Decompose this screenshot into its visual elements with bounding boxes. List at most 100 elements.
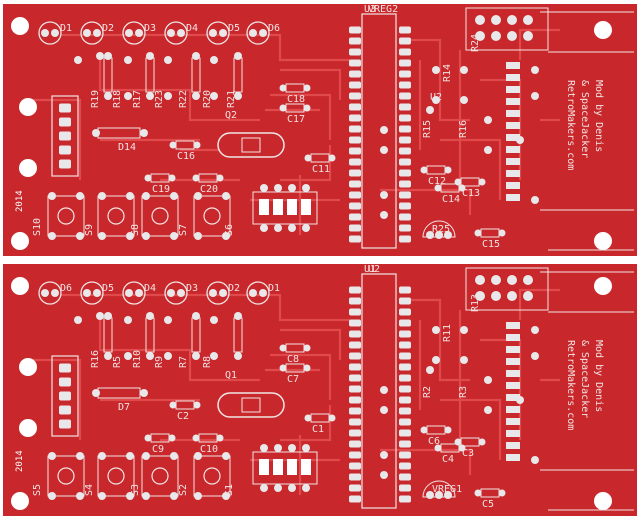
pad — [349, 385, 361, 393]
pad — [399, 330, 411, 338]
pad — [349, 180, 361, 188]
switch-button — [203, 467, 221, 485]
pad — [435, 231, 443, 239]
pad — [444, 231, 452, 239]
pad — [222, 232, 230, 240]
pad — [51, 29, 59, 37]
component-label: R15 — [422, 120, 433, 138]
resistor-label: R22 — [178, 90, 189, 108]
tactile-switch — [141, 195, 179, 237]
pad — [434, 184, 442, 192]
pad — [380, 191, 388, 199]
pad — [349, 191, 361, 199]
pad — [192, 174, 200, 182]
pad — [328, 414, 336, 422]
pad — [169, 401, 177, 409]
pad — [194, 452, 202, 460]
edge-pad — [506, 170, 520, 177]
pad — [531, 92, 539, 100]
pad — [426, 366, 434, 374]
pad — [274, 484, 282, 492]
pad — [279, 84, 287, 92]
pad — [126, 492, 134, 500]
pad — [426, 231, 434, 239]
pad — [434, 444, 442, 452]
pad — [349, 374, 361, 382]
year-label: 2014 — [15, 450, 25, 472]
pad — [349, 495, 361, 503]
pad — [478, 438, 486, 446]
pad — [76, 192, 84, 200]
pad — [216, 174, 224, 182]
led-label: D2 — [228, 283, 240, 294]
pad — [59, 363, 71, 373]
pad — [279, 344, 287, 352]
pad — [349, 147, 361, 155]
resistor-label: R5 — [112, 356, 123, 368]
pad — [124, 316, 132, 324]
pad — [104, 52, 112, 60]
switch-label: S7 — [178, 224, 189, 236]
pad — [399, 235, 411, 243]
pad — [478, 178, 486, 186]
pad — [146, 312, 154, 320]
pad — [192, 352, 200, 360]
tactile-switch — [193, 195, 231, 237]
component-label: VREG1 — [432, 484, 462, 495]
component-label: Q1 — [225, 370, 237, 381]
pad — [177, 29, 185, 37]
pad — [399, 451, 411, 459]
pad — [304, 154, 312, 162]
pad — [279, 364, 287, 372]
capacitor-label: C10 — [200, 444, 218, 455]
pad — [349, 418, 361, 426]
capacitor-label: C4 — [442, 454, 454, 465]
pad — [349, 462, 361, 470]
pad — [399, 125, 411, 133]
pad — [170, 492, 178, 500]
pad — [399, 169, 411, 177]
credit-line-3: Mod by Denis — [593, 340, 604, 412]
ic-outline — [361, 273, 397, 509]
pad — [349, 330, 361, 338]
capacitor-label: C20 — [200, 184, 218, 195]
capacitor-label: C1 — [312, 424, 324, 435]
pad — [302, 484, 310, 492]
pad — [302, 444, 310, 452]
capacitor-label: C7 — [287, 374, 299, 385]
capacitor-label: C15 — [482, 239, 500, 250]
capacitor-label: C17 — [287, 114, 305, 125]
edge-marks — [540, 271, 634, 511]
pad — [399, 92, 411, 100]
pad — [274, 184, 282, 192]
pad — [507, 31, 517, 41]
component-label: R2 — [422, 386, 433, 398]
pad — [304, 414, 312, 422]
switch-button — [203, 207, 221, 225]
component-label: U1 — [364, 264, 376, 275]
pad — [249, 29, 257, 37]
pad — [124, 92, 132, 100]
pad — [516, 136, 524, 144]
pad — [399, 407, 411, 415]
pad — [259, 29, 267, 37]
pad — [380, 451, 388, 459]
pad — [349, 213, 361, 221]
resistor-label: R8 — [202, 356, 213, 368]
edge-marks — [540, 11, 634, 251]
pad — [59, 419, 71, 429]
pad — [177, 289, 185, 297]
pad — [474, 489, 482, 497]
pad — [83, 29, 91, 37]
pad — [399, 158, 411, 166]
pad — [432, 96, 440, 104]
mounting-hole — [19, 358, 37, 376]
credit-line-2: & SpaceJacker — [579, 340, 590, 418]
pad — [126, 192, 134, 200]
capacitor-label: C8 — [287, 354, 299, 365]
tactile-switch — [47, 195, 85, 237]
pad — [328, 154, 336, 162]
component-label: U2 — [368, 264, 380, 275]
pad — [399, 440, 411, 448]
